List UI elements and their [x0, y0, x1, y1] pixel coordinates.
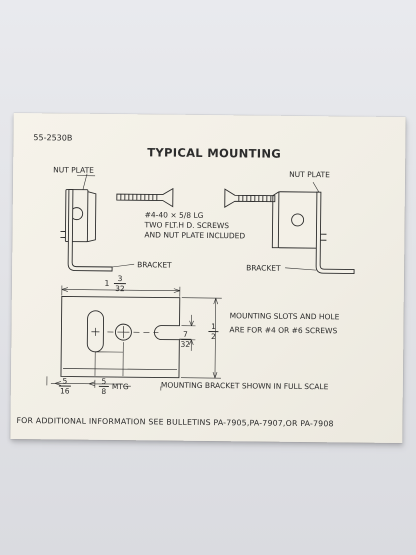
bracket-leader-right	[285, 267, 317, 271]
bracket-leader-left	[112, 263, 135, 268]
right-bracket-assembly	[271, 181, 355, 274]
left-bracket-assembly	[60, 173, 113, 272]
dimension-lines	[46, 285, 222, 391]
full-scale-bracket	[60, 296, 181, 379]
right-screw	[224, 188, 276, 208]
instruction-card: 55-2530B TYPICAL MOUNTING NUT PLATE NUT …	[10, 112, 406, 444]
mounting-drawing	[46, 173, 355, 391]
left-screw	[116, 187, 174, 208]
